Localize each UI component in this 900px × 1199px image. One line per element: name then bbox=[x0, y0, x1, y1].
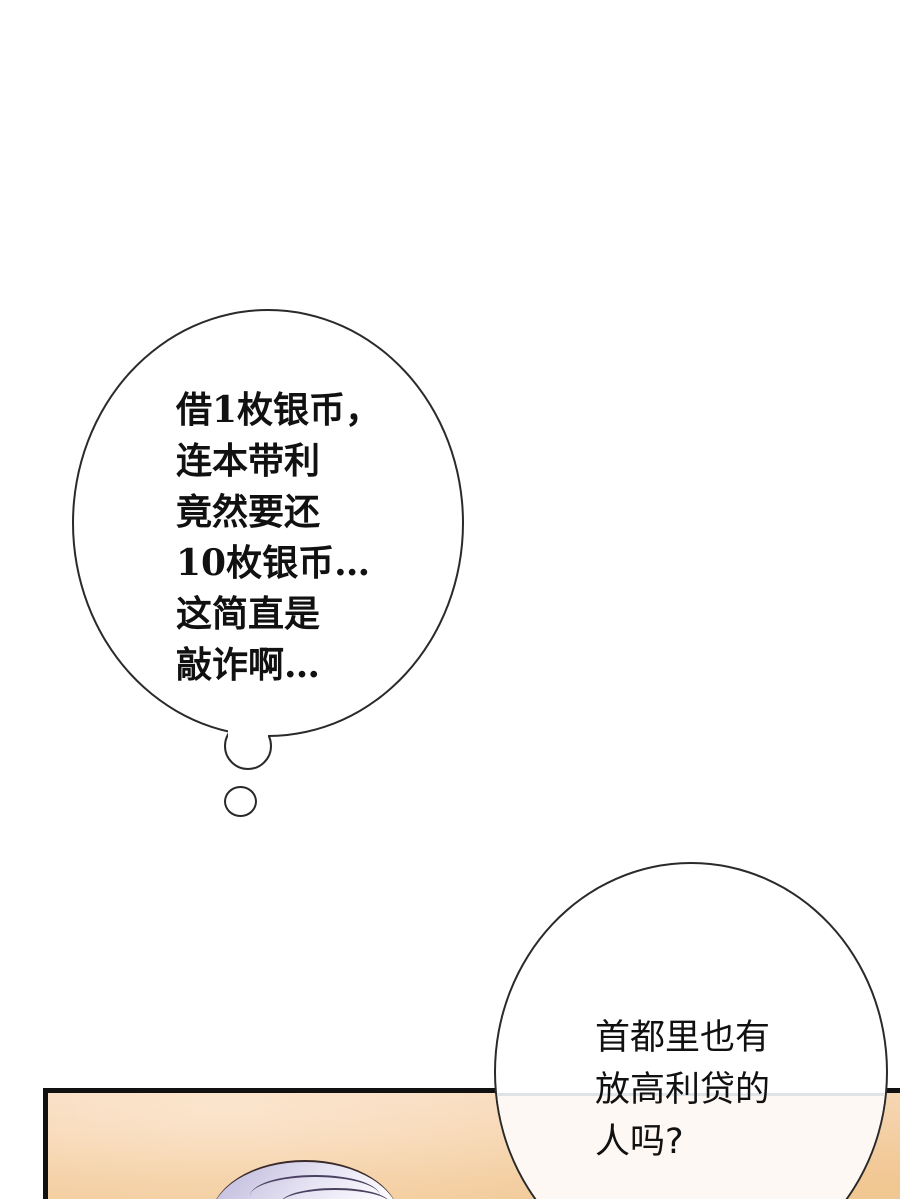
speech-bubble-panel-overlap bbox=[496, 1093, 886, 1199]
speech-bubble-text: 首都里也有 放高利贷的 人吗? bbox=[595, 1012, 825, 1168]
hair-strand bbox=[250, 1175, 380, 1199]
thought-line: 敲诈啊… bbox=[176, 644, 321, 686]
thought-line: 这简直是 bbox=[176, 593, 321, 635]
hair-strand bbox=[280, 1188, 390, 1199]
thought-bubble-text: 借1枚银币， 连本带利 竟然要还 10枚银币… 这简直是 敲诈啊… bbox=[176, 385, 406, 691]
thought-bubble-tail-join bbox=[228, 715, 268, 741]
thought-line: 10枚银币… bbox=[176, 542, 371, 584]
thought-line: 借1枚银币， bbox=[176, 389, 382, 431]
thought-line: 竟然要还 bbox=[176, 491, 321, 533]
thought-line: 连本带利 bbox=[176, 440, 321, 482]
thought-bubble bbox=[72, 309, 464, 737]
thought-bubble-tail-dot bbox=[224, 786, 257, 817]
speech-line: 放高利贷的 bbox=[595, 1070, 771, 1110]
speech-line: 首都里也有 bbox=[595, 1018, 771, 1058]
speech-line: 人吗? bbox=[595, 1122, 684, 1162]
